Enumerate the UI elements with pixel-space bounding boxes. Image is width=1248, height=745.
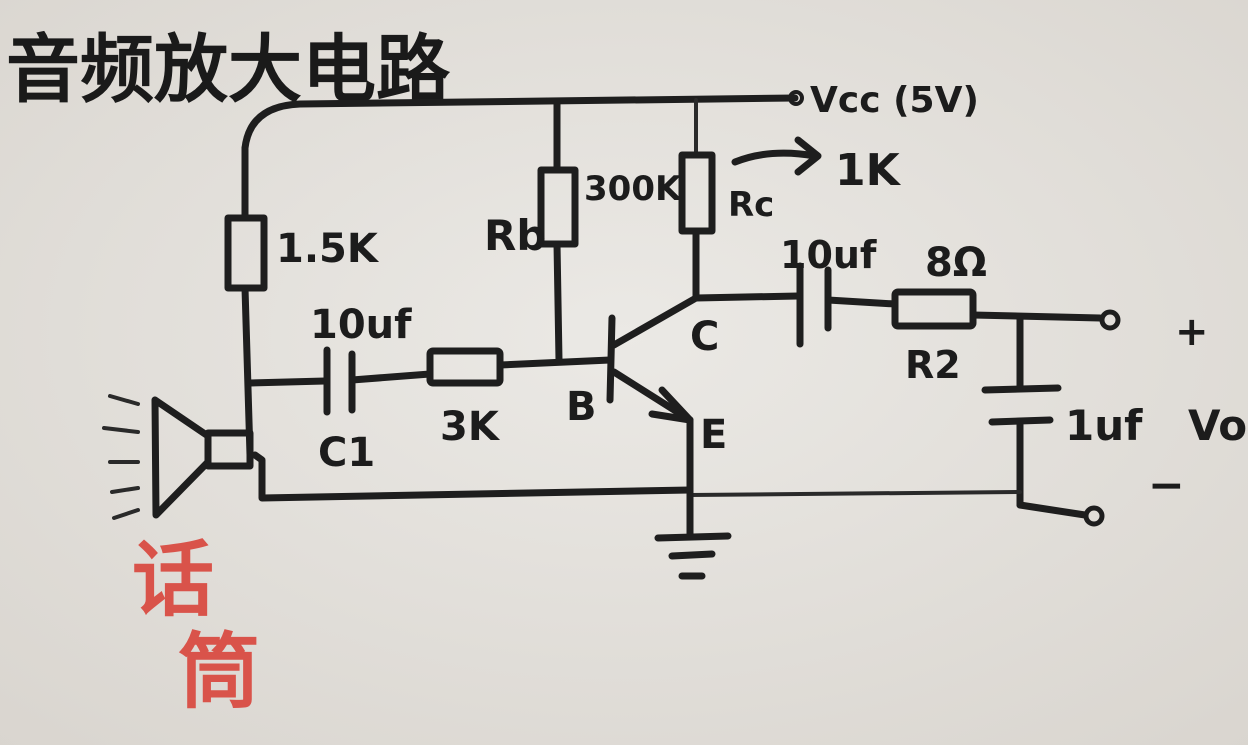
ground-rail <box>251 451 1105 540</box>
rb-label: Rb <box>484 211 546 260</box>
r2-label: R2 <box>905 343 961 387</box>
input-capacitor-value: 10uf <box>310 302 412 348</box>
npn-transistor <box>606 294 700 496</box>
diagram-title: 音频放大电路 <box>6 27 451 113</box>
vcc-label: Vcc (5V) <box>810 80 979 121</box>
output-capacitor-value: 10uf <box>780 233 877 277</box>
microphone-symbol <box>102 394 254 520</box>
emitter-label: E <box>700 412 727 458</box>
collector-label: C <box>690 314 719 360</box>
resistor-rb <box>537 100 579 364</box>
vcc-terminal <box>788 90 804 106</box>
input-capacitor-c1 <box>246 346 434 416</box>
resistor-rc <box>678 98 716 302</box>
output-minus-label: − <box>1148 460 1185 511</box>
resistor-r2 <box>891 288 1121 331</box>
r2-value-label: 8Ω <box>925 240 987 286</box>
arrow-head <box>794 136 822 176</box>
output-plus-label: + <box>1175 309 1209 355</box>
microphone-label: 话筒 <box>132 533 260 720</box>
base-label: B <box>566 384 597 430</box>
resistor-3k <box>426 347 614 387</box>
resistor-3k-label: 3K <box>440 404 501 450</box>
vo-label: Vo <box>1188 401 1247 450</box>
output-terminal-negative <box>1083 505 1105 527</box>
resistor-1-5k <box>224 144 268 459</box>
resistor-1-5k-label: 1.5K <box>276 226 380 272</box>
rc-value-arrow <box>731 149 819 166</box>
rb-value-label: 300K <box>584 169 683 209</box>
rc-value-label: 1K <box>835 145 902 196</box>
rc-label: Rc <box>728 185 774 225</box>
c1-label: C1 <box>318 430 375 476</box>
vcc-rail <box>241 90 804 152</box>
ground-symbol <box>654 532 732 580</box>
output-terminal-positive <box>1099 309 1121 331</box>
output-capacitor <box>692 262 899 348</box>
filter-capacitor-value: 1uf <box>1065 401 1143 450</box>
